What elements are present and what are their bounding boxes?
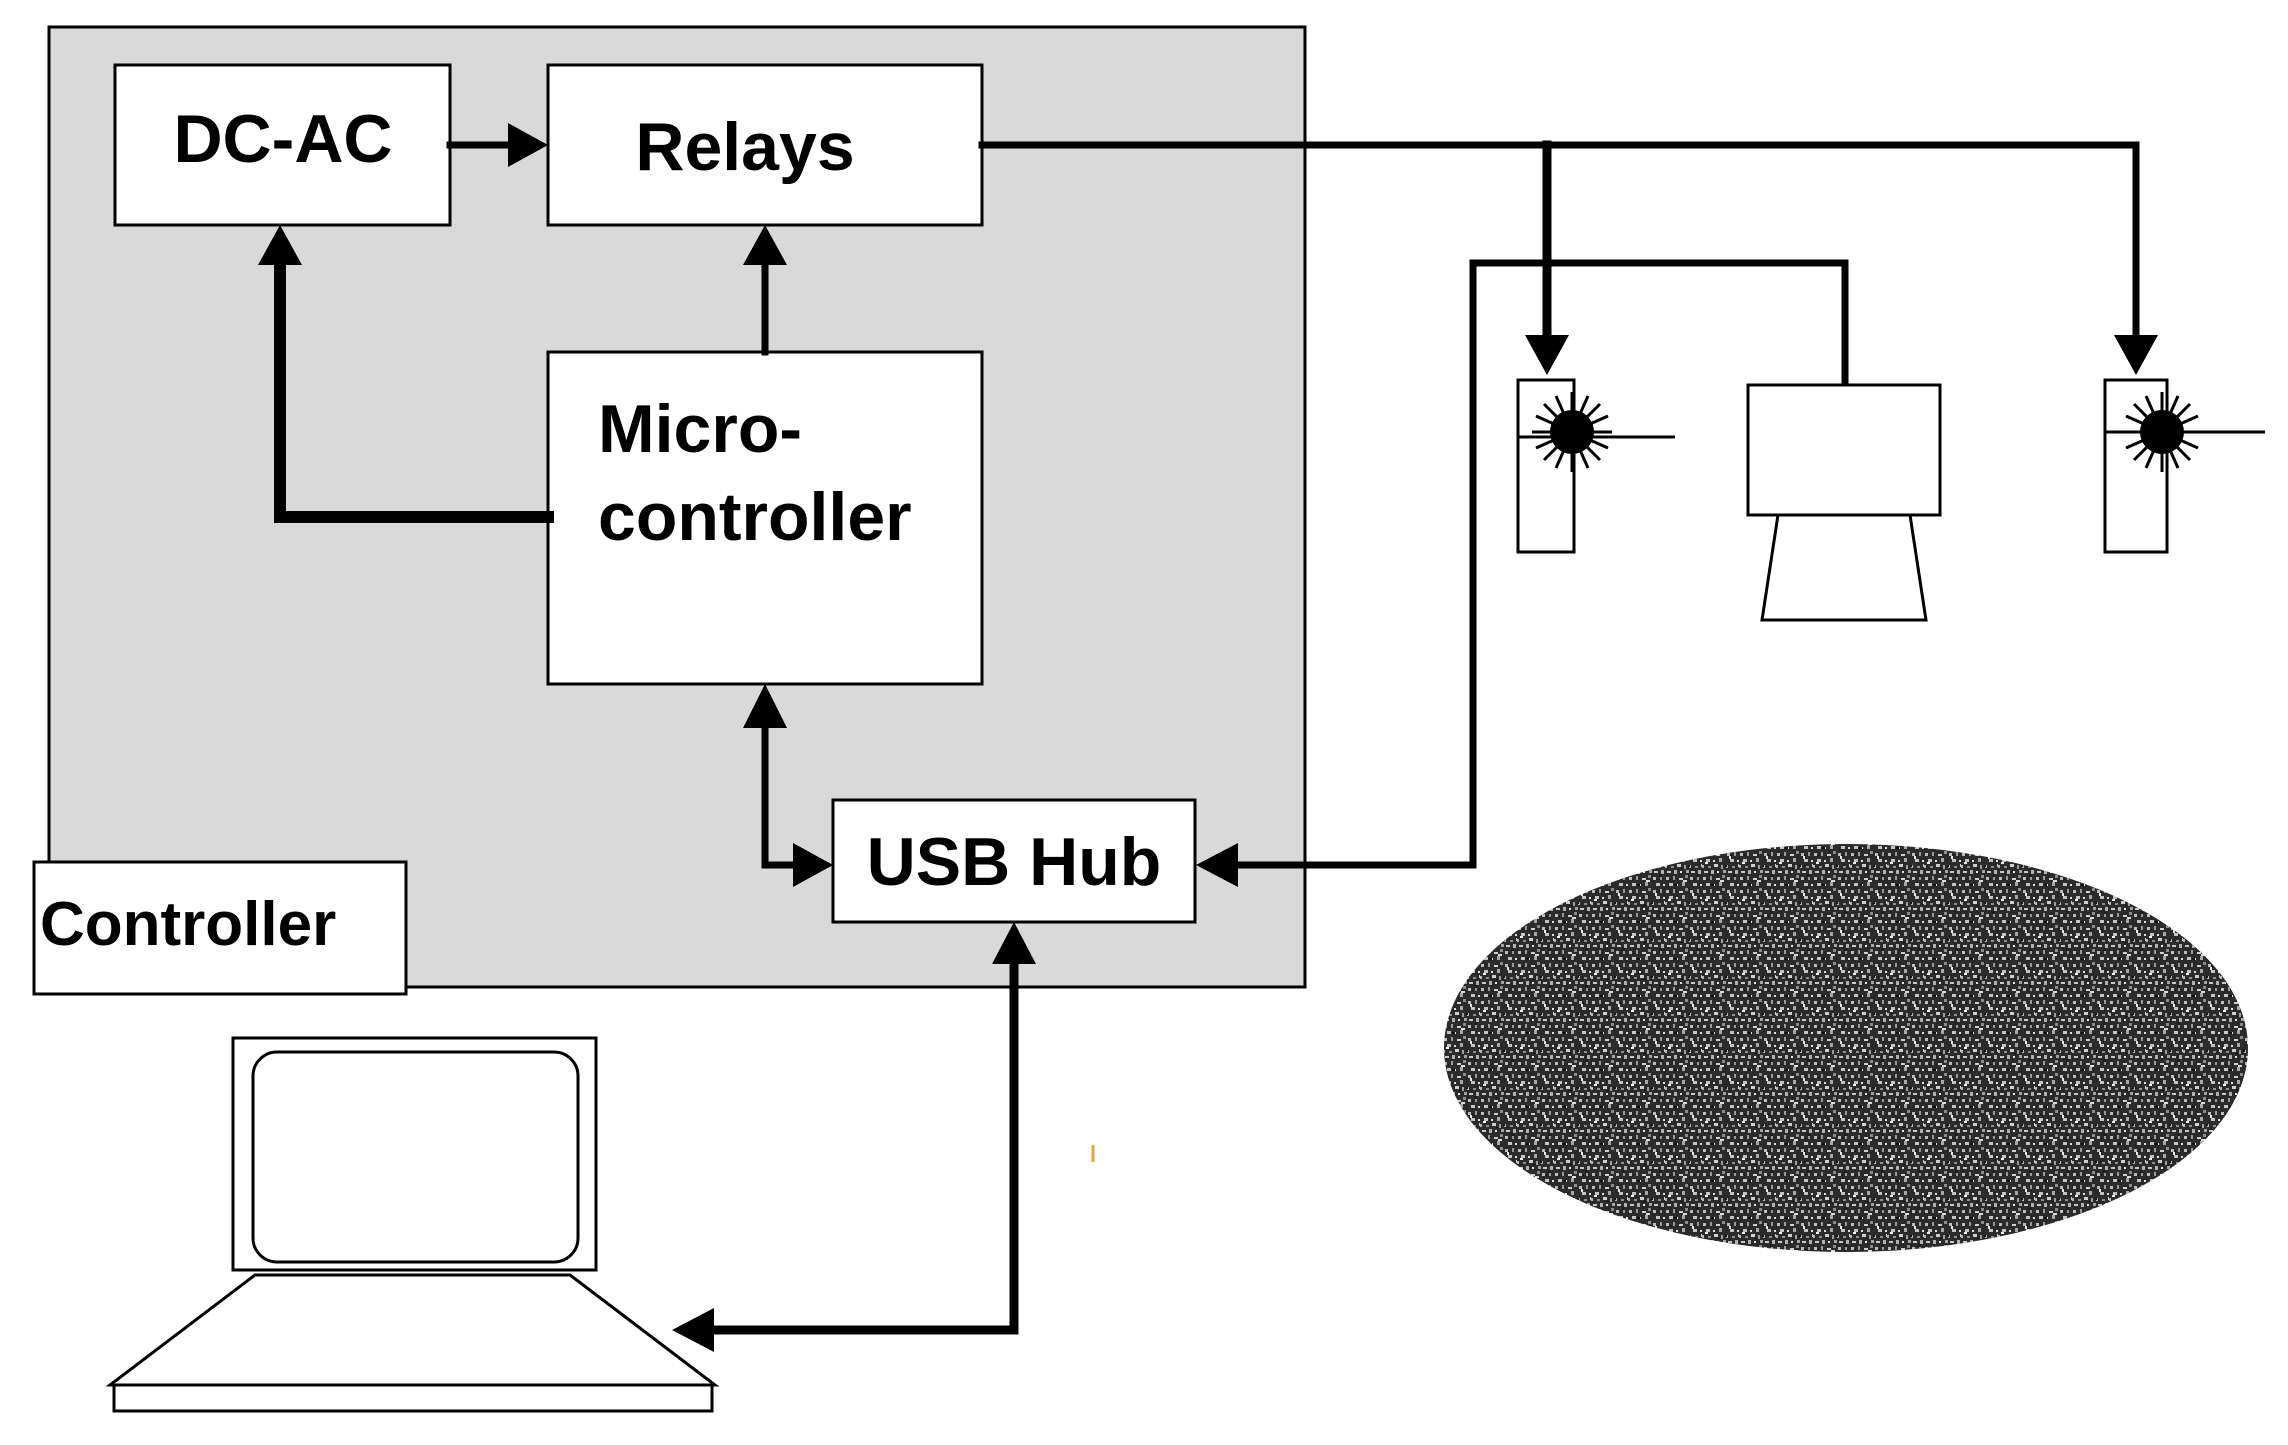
- laptop-icon: [105, 1036, 720, 1413]
- controller-label: Controller: [40, 890, 336, 959]
- arrow-into-left-lamp: [1525, 335, 1569, 375]
- relays-label: Relays: [635, 109, 854, 185]
- camera-to-usb-line: [1232, 259, 1849, 869]
- usb-to-laptop-line: [707, 958, 1019, 1335]
- arrow-into-usb-bottom: [992, 922, 1036, 964]
- arrow-into-dcac: [258, 225, 302, 265]
- arrow-into-right-lamp: [2114, 335, 2158, 375]
- microcontroller-label-line1: Micro-: [598, 391, 802, 467]
- camera-icon: [1746, 383, 1942, 622]
- relays-to-lamps-line: [978, 141, 2140, 339]
- arrow-into-relays: [508, 123, 548, 167]
- arrow-into-usb-left: [793, 843, 833, 887]
- micro-to-dcac-line: [274, 256, 554, 523]
- arrowheads: [258, 123, 2158, 1352]
- controller-label-box: Controller: [32, 860, 408, 996]
- arrow-into-laptop: [672, 1308, 714, 1352]
- speckle-target-icon: [1444, 844, 2248, 1252]
- arrow-into-usb-right: [1196, 843, 1238, 887]
- microcontroller-block: Micro- controller: [546, 350, 984, 686]
- usb-hub-label: USB Hub: [867, 824, 1162, 900]
- usb-hub-block: USB Hub: [831, 798, 1197, 924]
- relays-block: Relays: [546, 63, 984, 227]
- usb-to-micro-line: [761, 721, 802, 869]
- strobe-lamp-icon: [1516, 378, 1675, 554]
- dcac-block: DC-AC: [113, 63, 452, 227]
- strobe-lamp-icon-right: [2103, 378, 2265, 554]
- arrow-into-micro: [743, 684, 787, 728]
- microcontroller-label-line2: controller: [598, 479, 912, 555]
- connectors: [274, 140, 2140, 1335]
- dcac-label: DC-AC: [173, 101, 392, 177]
- arrow-into-relays-bottom: [743, 225, 787, 265]
